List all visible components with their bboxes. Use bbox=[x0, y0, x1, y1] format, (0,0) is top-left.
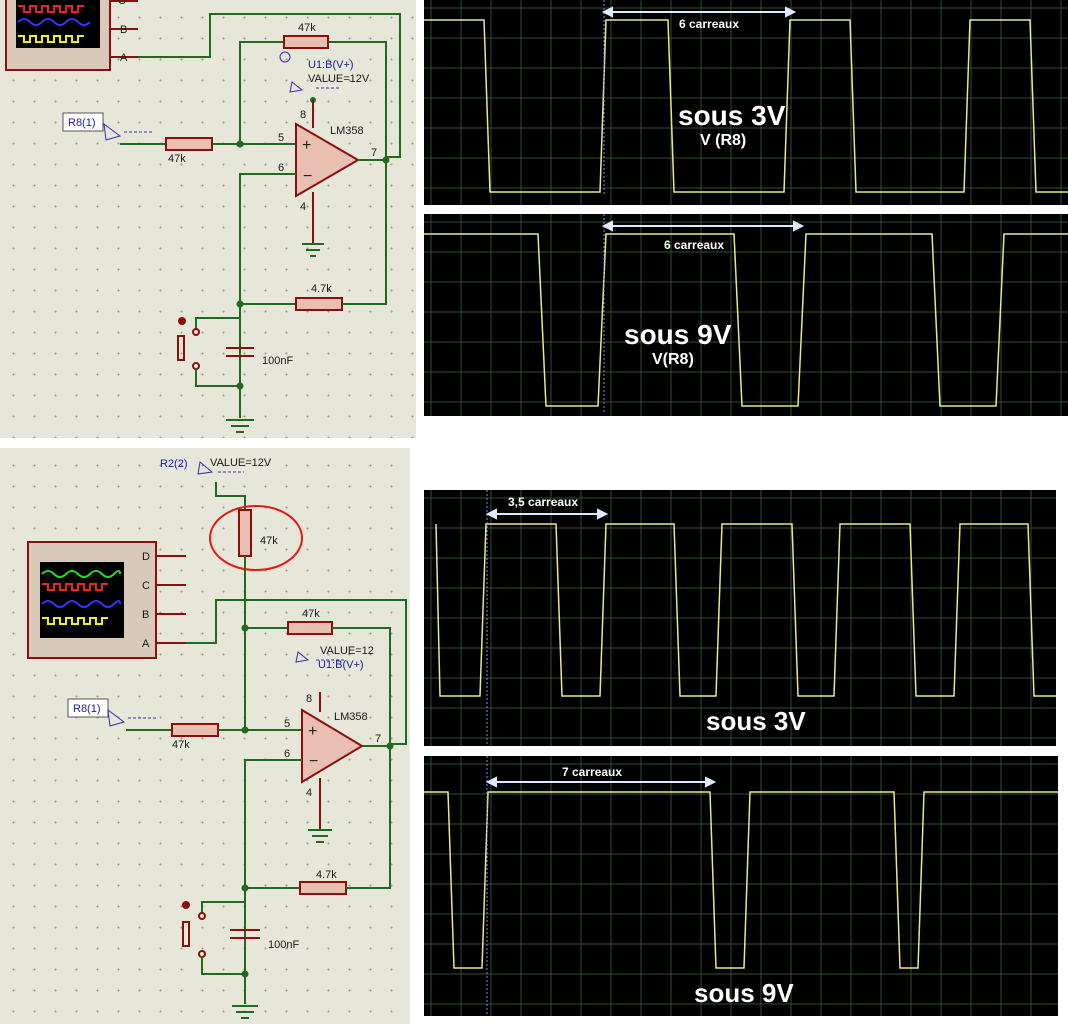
feedback-resistor-47k[interactable] bbox=[287, 621, 333, 635]
r2-label: R2(2) bbox=[160, 458, 188, 470]
input-label: R8(1) bbox=[68, 117, 96, 129]
scope-3-trace bbox=[435, 523, 1056, 697]
pin5-label: 5 bbox=[278, 132, 284, 144]
bottom-schematic-panel: R2(2) VALUE=12V 47k D C B A 47k VALUE=12… bbox=[0, 448, 410, 1024]
bottom-schematic-drawing: R2(2) VALUE=12V 47k D C B A 47k VALUE=12… bbox=[27, 457, 407, 1019]
scope-2: 6 carreaux sous 9V V(R8) bbox=[424, 214, 1068, 416]
scope-4-trace bbox=[424, 791, 1058, 969]
scope-3-title: sous 3V bbox=[706, 706, 806, 736]
pin7-label: 7 bbox=[371, 147, 377, 159]
feedback-resistor-label: 47k bbox=[298, 22, 316, 34]
pin6-label: 6 bbox=[284, 748, 290, 760]
pin8-label: 8 bbox=[306, 693, 312, 705]
pullup-resistor-label: 47k bbox=[260, 535, 278, 547]
scope-1: 6 carreaux sous 3V V (R8) bbox=[424, 0, 1068, 205]
channel-c-label: C bbox=[118, 0, 126, 7]
input-resistor-label: 47k bbox=[168, 153, 186, 165]
scope-4-title: sous 9V bbox=[694, 978, 794, 1008]
scope-2-trace bbox=[424, 233, 1068, 407]
scope-3: 3,5 carreaux sous 3V bbox=[424, 490, 1056, 746]
capacitor-label: 100nF bbox=[262, 355, 293, 367]
scope-1-plot: 6 carreaux sous 3V V (R8) bbox=[424, 0, 1068, 205]
rc-resistor-label: 4.7k bbox=[316, 869, 337, 881]
channel-c-label: C bbox=[142, 580, 150, 592]
input-probe-arrow-icon bbox=[107, 708, 126, 727]
probe-arrow-icon bbox=[289, 81, 304, 93]
r2-probe-arrow-icon bbox=[197, 461, 214, 475]
scope-1-subtitle: V (R8) bbox=[700, 132, 746, 149]
input-probe-arrow-icon bbox=[103, 122, 122, 141]
input-label-box[interactable] bbox=[67, 698, 109, 718]
opamp-plus-icon: + bbox=[302, 137, 311, 154]
scope-2-plot: 6 carreaux sous 9V V(R8) bbox=[424, 214, 1068, 416]
opamp-minus-icon: − bbox=[303, 168, 312, 185]
opamp-label: LM358 bbox=[334, 711, 368, 723]
rc-resistor-label: 4.7k bbox=[311, 283, 332, 295]
scope-4-plot: 7 carreaux sous 9V bbox=[424, 756, 1058, 1016]
capacitor-label: 100nF bbox=[268, 939, 299, 951]
scope-3-measure-label: 3,5 carreaux bbox=[508, 495, 578, 509]
channel-d-label: D bbox=[142, 551, 150, 563]
input-label-box[interactable] bbox=[62, 112, 104, 132]
probe-arrow-icon bbox=[295, 651, 310, 663]
pin6-label: 6 bbox=[278, 162, 284, 174]
scope-4: 7 carreaux sous 9V bbox=[424, 756, 1058, 1016]
probe-voltage-label: U1:B(V+) bbox=[308, 59, 354, 71]
pin4-label: 4 bbox=[300, 201, 306, 213]
top-schematic-panel: C B A 47k U1:B(V+) VALUE=12V 8 R8(1) 47k… bbox=[0, 0, 416, 438]
channel-a-label: A bbox=[120, 52, 128, 64]
input-label: R8(1) bbox=[73, 703, 101, 715]
scope-2-measure-label: 6 carreaux bbox=[664, 238, 724, 252]
scope-3-plot: 3,5 carreaux sous 3V bbox=[424, 490, 1056, 746]
top-schematic-drawing: C B A 47k U1:B(V+) VALUE=12V 8 R8(1) 47k… bbox=[5, 0, 401, 433]
pin5-label: 5 bbox=[284, 718, 290, 730]
probe-value-label: VALUE=12V bbox=[308, 73, 370, 85]
scope-2-subtitle: V(R8) bbox=[652, 351, 694, 368]
opamp-label: LM358 bbox=[330, 125, 364, 137]
rc-resistor-4k7[interactable] bbox=[299, 881, 347, 895]
opamp-lm358[interactable] bbox=[301, 708, 364, 784]
probe-voltage-label: U1:B(V+) bbox=[318, 659, 364, 671]
input-resistor-47k[interactable] bbox=[171, 723, 219, 737]
scope-4-measure-label: 7 carreaux bbox=[562, 765, 622, 779]
input-resistor-label: 47k bbox=[172, 739, 190, 751]
scope-2-title: sous 9V bbox=[624, 319, 732, 350]
scope-1-trace bbox=[424, 19, 1068, 193]
scope-1-title: sous 3V bbox=[678, 100, 786, 131]
push-button[interactable] bbox=[177, 335, 185, 361]
pin7-label: 7 bbox=[375, 733, 381, 745]
r2-value-label: VALUE=12V bbox=[210, 457, 272, 469]
channel-a-label: A bbox=[142, 638, 150, 650]
opamp-lm358[interactable] bbox=[295, 122, 360, 198]
scope-1-measure-label: 6 carreaux bbox=[679, 17, 739, 31]
input-resistor-47k[interactable] bbox=[165, 137, 213, 151]
probe-crosshair-icon bbox=[279, 51, 291, 63]
opamp-plus-icon: + bbox=[308, 723, 317, 740]
highlight-circle bbox=[209, 505, 303, 571]
opamp-minus-icon: − bbox=[309, 753, 318, 770]
pin8-label: 8 bbox=[300, 109, 306, 121]
channel-b-label: B bbox=[142, 609, 149, 621]
feedback-resistor-47k[interactable] bbox=[283, 35, 329, 49]
rc-resistor-4k7[interactable] bbox=[295, 297, 343, 311]
probe-value-label: VALUE=12 bbox=[320, 645, 374, 657]
feedback-resistor-label: 47k bbox=[302, 608, 320, 620]
push-button[interactable] bbox=[182, 921, 190, 947]
channel-b-label: B bbox=[120, 24, 127, 36]
pullup-resistor-47k[interactable] bbox=[238, 509, 252, 557]
pin4-label: 4 bbox=[306, 787, 312, 799]
